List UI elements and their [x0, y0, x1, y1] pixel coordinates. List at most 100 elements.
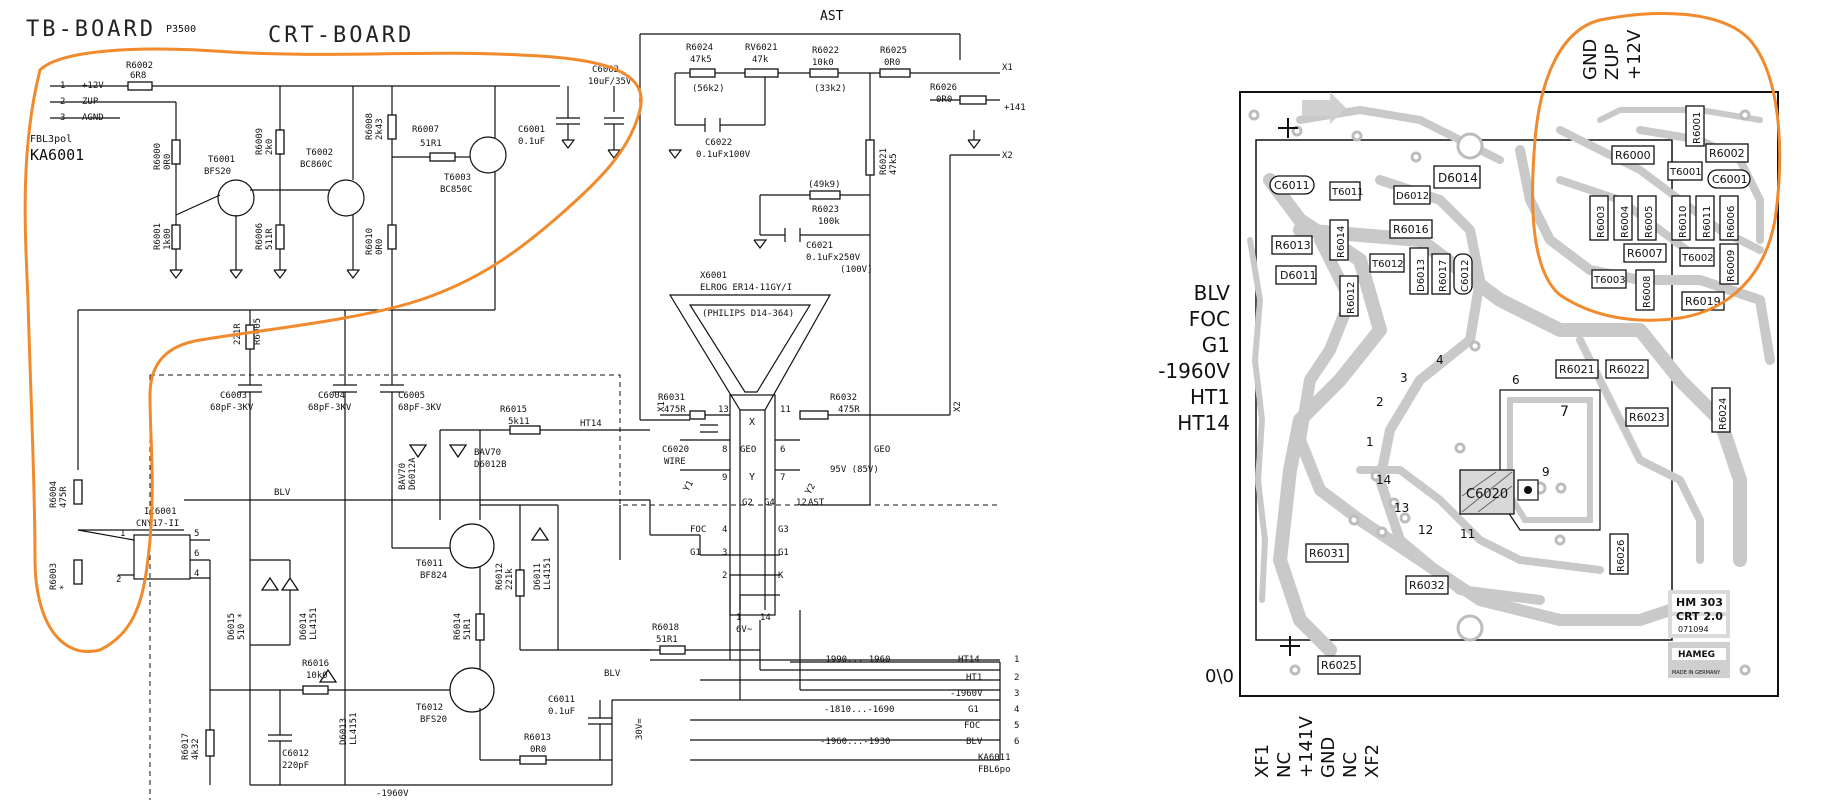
- pcb-part-r6004: R6004: [1620, 206, 1631, 238]
- pcb-side-1960v: -1960V: [1158, 359, 1230, 383]
- c6005-value: 68pF-3KV: [398, 403, 442, 413]
- t6002-value: BC860C: [300, 160, 333, 170]
- pcb-bottom-nc2: NC: [1340, 752, 1361, 778]
- d6012b-name: D6012B: [474, 460, 507, 470]
- net-m1960: -1960V: [376, 789, 409, 799]
- r6007-value: 51R1: [420, 139, 442, 149]
- net-x1: X1: [1002, 63, 1013, 73]
- tube-geo-right: GEO: [874, 445, 890, 455]
- r6017-label: R6017: [181, 733, 191, 760]
- net-blv: BLV: [274, 488, 291, 498]
- c6003-value: 68pF-3KV: [210, 403, 254, 413]
- c6004-label: C6004: [318, 391, 345, 401]
- ka6001-pin-3-num: 3: [60, 113, 65, 123]
- resistor-r6003: [73, 559, 83, 585]
- pcb-part-r6011: R6011: [1702, 206, 1713, 238]
- pcb-part-r6032: R6032: [1409, 579, 1445, 592]
- pcb-part-r6024: R6024: [1718, 398, 1729, 430]
- r6010-label: R6010: [365, 228, 375, 255]
- pcb-part-d6011: D6011: [1280, 269, 1316, 282]
- r6014-value: 51R1: [463, 618, 473, 640]
- pcb-part-r6002: R6002: [1709, 147, 1745, 160]
- tube-name: X6001: [700, 271, 727, 281]
- net-y1: Y1: [682, 479, 696, 493]
- ka6001-pin-3-label: AGND: [82, 113, 104, 123]
- resistor-r6025: [879, 68, 911, 78]
- ic6001-pin5: 5: [194, 529, 199, 539]
- ka6001-pin-1-label: +12V: [82, 81, 104, 91]
- t6011-label: T6011: [416, 559, 443, 569]
- pcb-part-t6012: T6012: [1371, 259, 1404, 270]
- out-num-5: 5: [1014, 721, 1019, 731]
- net-y2: Y2: [804, 482, 818, 496]
- pcb-part-d6013: D6013: [1416, 259, 1427, 292]
- resistor-r6010: [387, 224, 397, 250]
- crt-board-title: CRT-BOARD: [268, 23, 414, 48]
- r6003-label: R6003: [49, 563, 59, 590]
- tube-g2: G2: [742, 498, 753, 508]
- pcb-pin-9: 9: [1542, 465, 1550, 479]
- d6015-label: D6015: [227, 613, 237, 640]
- ic6001-pin2: 2: [116, 575, 121, 585]
- r6024-value: 47k5: [690, 55, 712, 65]
- pcb-part-r6023: R6023: [1629, 411, 1665, 424]
- c6022-value: 0.1uFx100V: [696, 150, 751, 160]
- resistor-r6002: [127, 81, 153, 91]
- ka6011-name: KA6011: [978, 753, 1011, 763]
- c6002-value: 10uF/35V: [588, 77, 632, 87]
- ast-title: AST: [820, 9, 844, 24]
- pcb-bottom-xf2: XF2: [1362, 744, 1383, 778]
- t6002-label: T6002: [306, 148, 333, 158]
- resistor-r6007: [429, 152, 456, 162]
- tube-k: K: [778, 571, 784, 581]
- resistor-r6024: [689, 68, 716, 78]
- r6023-value: 100k: [818, 217, 840, 227]
- c6012-label: C6012: [282, 749, 309, 759]
- pcb-pin-14: 14: [1376, 473, 1391, 487]
- out-num-2: 2: [1014, 673, 1019, 683]
- out-label-3: -1960V: [950, 689, 983, 699]
- r6006-label: R6006: [255, 223, 265, 250]
- r6023-alt: (49k9): [808, 180, 841, 190]
- highlight-outline-pcb: [1531, 11, 1782, 322]
- net-x2-right: X2: [953, 401, 963, 412]
- ka6001-type: FBL3pol: [30, 134, 72, 145]
- pcb-bottom-nc1: NC: [1274, 752, 1295, 778]
- pcb-part-r6012: R6012: [1346, 282, 1357, 314]
- tube-ast: AST: [808, 498, 825, 508]
- ka6001-name: KA6001: [30, 146, 84, 164]
- r6022-label: R6022: [812, 46, 839, 56]
- out-label-4: G1: [968, 705, 979, 715]
- tb-board-model: P3500: [166, 24, 196, 35]
- resistor-r6023: [809, 190, 841, 200]
- pcb-bottom-gnd: GND: [1318, 737, 1339, 778]
- out-label-2: HT1: [966, 673, 982, 683]
- ka6011-type: FBL6po: [978, 765, 1011, 775]
- ic6001-pin4: 4: [194, 569, 199, 579]
- pcb-side-blv: BLV: [1194, 281, 1231, 305]
- tb-board-title: TB-BOARD: [26, 17, 156, 42]
- tube-pin-11: 11: [780, 405, 791, 415]
- pcb-pin-13: 13: [1394, 501, 1409, 515]
- r6007-label: R6007: [412, 125, 439, 135]
- tube-geo-voltage: 95V (85V): [830, 465, 879, 475]
- r6031-value: 475R: [664, 405, 686, 415]
- c6005-label: C6005: [398, 391, 425, 401]
- tube-pin-4: 4: [722, 525, 727, 535]
- net-x2: X2: [1002, 151, 1013, 161]
- resistor-r6016: [302, 685, 329, 695]
- tube-pin-7: 7: [780, 473, 785, 483]
- tube-g1: G1: [778, 548, 789, 558]
- pcb-part-r6019: R6019: [1685, 295, 1721, 308]
- potentiometer-rv6021: [744, 68, 779, 78]
- d6012b-type: BAV70: [474, 448, 501, 458]
- t6012-value: BFS20: [420, 715, 447, 725]
- tube-g4: G4: [764, 498, 775, 508]
- r6025-value: 0R0: [884, 58, 900, 68]
- resistor-r6021: [865, 139, 875, 176]
- resistor-r6001: [171, 224, 181, 250]
- out-num-3: 3: [1014, 689, 1019, 699]
- pcb-pin-12: 12: [1418, 523, 1433, 537]
- pcb-pin-1: 1: [1366, 435, 1374, 449]
- pcb-top-12v: +12V: [1624, 29, 1645, 80]
